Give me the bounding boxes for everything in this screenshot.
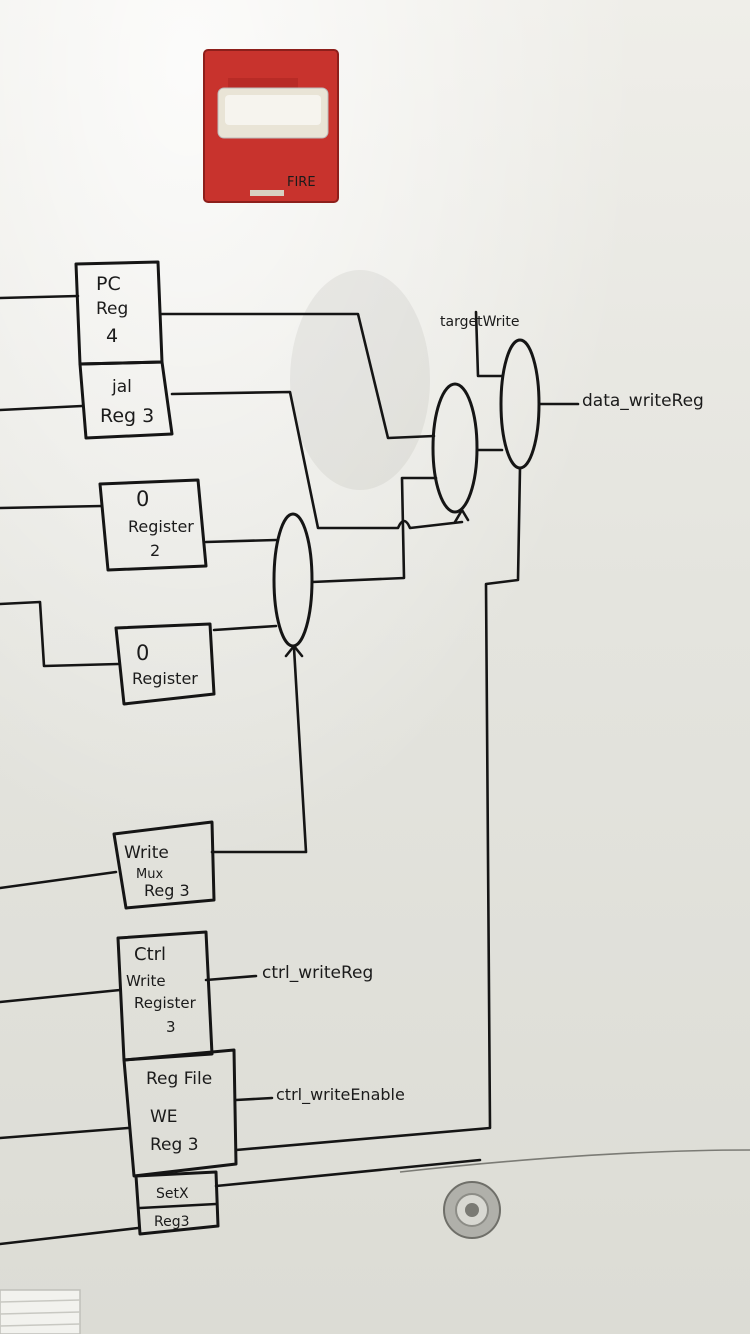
alarm-tag — [250, 190, 284, 196]
setx-register-text: SetX Reg3 — [154, 1186, 190, 1230]
ctrl-write-register-text: Ctrl Write Register 3 — [126, 944, 197, 1036]
ctrl-size-label: 3 — [166, 1018, 176, 1036]
zero-register-text: 0 Register — [132, 641, 198, 688]
setx-reg-label: Reg3 — [154, 1214, 190, 1230]
ctrl-write-register-box — [116, 930, 214, 1062]
fire-alarm-strobe: FIRE — [203, 49, 339, 203]
mux-b — [431, 382, 479, 514]
write-mux-register-box — [112, 820, 216, 910]
zero-register-2-box — [98, 478, 208, 572]
jal-label: jal — [111, 377, 132, 397]
setx-divider-line — [138, 1202, 218, 1210]
ctrl-register-label: Register — [134, 994, 197, 1012]
wires — [0, 294, 750, 1246]
target-write-label: targetWrite — [440, 314, 520, 330]
air-vent — [0, 1289, 81, 1334]
write-mux-text: Write Mux Reg 3 — [124, 843, 190, 900]
setx-label: SetX — [156, 1186, 189, 1202]
ctrl-label: Ctrl — [134, 944, 166, 965]
smudge-mark — [290, 270, 430, 490]
zero-reg-2-size: 2 — [150, 541, 160, 560]
setx-register-box — [134, 1170, 220, 1236]
pc-label: PC — [96, 273, 121, 295]
zero-register-2-text: 0 Register 2 — [128, 487, 194, 560]
pc-size-label: 4 — [106, 325, 118, 347]
reg-file-we-box — [122, 1048, 238, 1178]
zero-register-box — [114, 622, 216, 706]
pc-reg-label: Reg — [96, 299, 128, 319]
jal-reg-label: Reg 3 — [100, 405, 154, 427]
reg-file-reg-label: Reg 3 — [150, 1135, 199, 1155]
reg-file-label: Reg File — [146, 1069, 212, 1089]
reg-file-we-text: Reg File WE Reg 3 — [146, 1069, 212, 1155]
zero-reg-2-value: 0 — [136, 487, 149, 511]
pc-register-text: PC Reg 4 — [96, 273, 128, 347]
ctrl-write-reg-label: ctrl_writeReg — [262, 963, 373, 983]
fire-label: FIRE — [287, 175, 316, 190]
data-write-reg-label: data_writeReg — [582, 391, 704, 411]
jal-register-text: jal Reg 3 — [100, 377, 154, 427]
we-label: WE — [150, 1107, 178, 1127]
door-stop-bumper — [443, 1181, 501, 1239]
write-mux-reg-label: Reg 3 — [144, 881, 190, 900]
ctrl-write-enable-label: ctrl_writeEnable — [276, 1085, 405, 1105]
ctrl-write-label: Write — [126, 972, 166, 990]
zero-reg-2-label: Register — [128, 517, 194, 536]
write-mux-mux-label: Mux — [136, 867, 163, 882]
wall-seam-line — [399, 1149, 750, 1173]
jal-register-box — [78, 360, 174, 440]
zero-reg-label: Register — [132, 669, 198, 688]
zero-reg-value: 0 — [136, 641, 149, 665]
write-mux-write-label: Write — [124, 843, 169, 863]
